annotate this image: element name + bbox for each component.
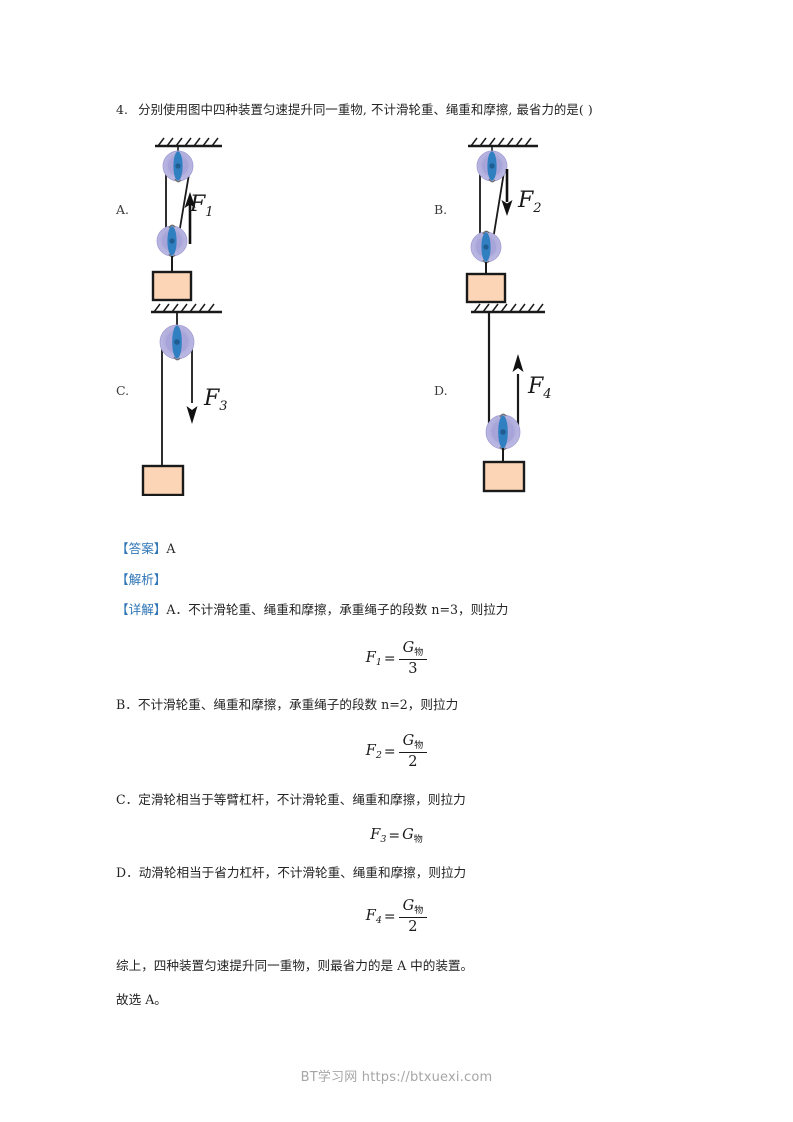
formula-f3-equals: = [388, 828, 401, 844]
formula-f4-lhs: F4 [365, 907, 382, 926]
option-figure-b: B. [430, 124, 760, 309]
detail-line-d: D．动滑轮相当于省力杠杆，不计滑轮重、绳重和摩擦，则拉力 [116, 863, 466, 883]
formula-f3-rhs: G物 [402, 827, 423, 845]
analysis-row: 【解析】 [116, 570, 166, 589]
final-choice-line: 故选 A。 [116, 992, 167, 1007]
option-figure-d: D. [430, 296, 760, 493]
formula-f4-equals: = [383, 908, 396, 925]
formula-f2-lhs: F2 [365, 742, 382, 761]
answer-value: A [166, 541, 176, 556]
option-figure-c: C. [112, 296, 442, 497]
analysis-tag: 【解析】 [116, 572, 167, 587]
force-label-b: F2 [518, 188, 542, 216]
weight-block-c [141, 464, 185, 497]
pulley-diagram-b [465, 137, 538, 304]
weight-block-d [482, 460, 526, 493]
question-text: 分别使用图中四种装置匀速提升同一重物, 不计滑轮重、绳重和摩擦, 最省力的是( … [138, 102, 593, 117]
formula-f2: F2 = G物 2 [0, 733, 793, 770]
option-label-c: C. [116, 383, 130, 398]
pulley-diagram-a [151, 137, 222, 302]
fixed-pulley-b [476, 150, 508, 182]
pulley-diagram-c [141, 303, 222, 497]
question-number: 4. [116, 102, 129, 117]
detail-text-c: C．定滑轮相当于等臂杠杆，不计滑轮重、绳重和摩擦，则拉力 [116, 792, 466, 807]
force-arrow-c [186, 406, 198, 424]
formula-f2-equals: = [383, 743, 396, 760]
weight-block-a [151, 270, 193, 302]
formula-f1-fraction: G物 3 [398, 640, 428, 677]
force-label-c: F3 [204, 386, 228, 414]
formula-f2-fraction: G物 2 [398, 733, 428, 770]
option-label-b: B. [434, 202, 448, 217]
conclusion-line: 综上，四种装置匀速提升同一重物，则最省力的是 A 中的装置。 [116, 958, 474, 973]
answer-row: 【答案】A [116, 539, 175, 558]
option-figure-a: A. [112, 124, 442, 309]
detail-text-b: B．不计滑轮重、绳重和摩擦，承重绳子的段数 n=2，则拉力 [116, 697, 459, 712]
detail-text-d: D．动滑轮相当于省力杠杆，不计滑轮重、绳重和摩擦，则拉力 [116, 865, 467, 880]
force-label-a: F1 [190, 192, 214, 220]
detail-tag: 【详解】 [116, 602, 167, 617]
movable-pulley-d [485, 414, 521, 450]
fixed-pulley-a [162, 150, 194, 182]
fixed-pulley-c [159, 324, 195, 360]
movable-pulley-a [156, 225, 188, 257]
detail-text-a: A．不计滑轮重、绳重和摩擦，承重绳子的段数 n=3，则拉力 [166, 602, 509, 617]
force-arrow-b [501, 169, 513, 216]
formula-f3: F3 = G物 [0, 824, 793, 845]
force-arrow-d [512, 354, 524, 372]
option-label-d: D. [434, 383, 448, 398]
detail-line-a: 【详解】A．不计滑轮重、绳重和摩擦，承重绳子的段数 n=3，则拉力 [116, 600, 508, 620]
force-arrow-a [184, 192, 196, 244]
figure-area: A. [0, 118, 793, 508]
formula-f4-fraction: G物 2 [398, 898, 428, 935]
formula-f4: F4 = G物 2 [0, 898, 793, 935]
site-watermark: BT学习网 https://btxuexi.com [300, 1070, 493, 1085]
answer-tag: 【答案】 [116, 541, 167, 556]
movable-pulley-b [470, 231, 502, 263]
formula-f1: F1 = G物 3 [0, 640, 793, 677]
question-stem: 4. 分别使用图中四种装置匀速提升同一重物, 不计滑轮重、绳重和摩擦, 最省力的… [116, 101, 716, 119]
detail-line-c: C．定滑轮相当于等臂杠杆，不计滑轮重、绳重和摩擦，则拉力 [116, 790, 466, 810]
formula-f3-lhs: F3 [370, 827, 387, 845]
weight-block-b [465, 272, 507, 304]
formula-f1-equals: = [383, 650, 396, 667]
detail-line-b: B．不计滑轮重、绳重和摩擦，承重绳子的段数 n=2，则拉力 [116, 695, 458, 715]
formula-f1-lhs: F1 [365, 649, 382, 668]
pulley-diagram-d [471, 303, 545, 493]
option-label-a: A. [116, 202, 130, 217]
force-label-d: F4 [528, 374, 552, 402]
